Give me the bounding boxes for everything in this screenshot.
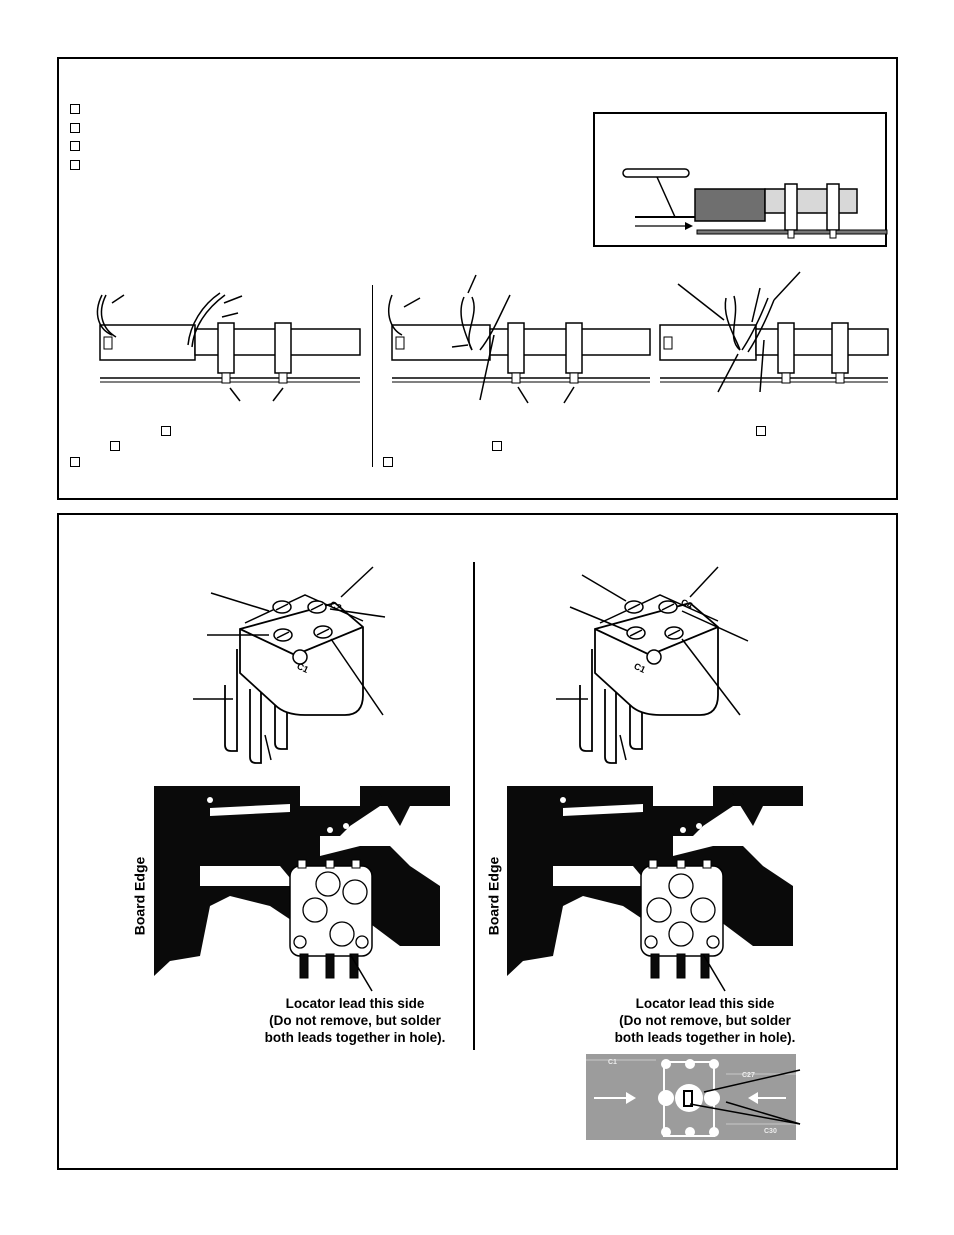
locator-note-left-2: (Do not remove, but solder — [269, 1013, 441, 1028]
step-checkbox-4[interactable] — [70, 160, 80, 170]
step-figure-1 — [96, 292, 361, 402]
pcb-inset-label-c27: C27 — [742, 1072, 755, 1079]
capacitor-inset-figure — [593, 112, 888, 247]
pcb-photo-inset: C1 C30 C27 — [586, 1054, 796, 1140]
step-checkbox-7[interactable] — [70, 457, 80, 467]
trimmer-drawing-right — [556, 566, 749, 764]
locator-note-right-3: both leads together in hole). — [614, 1030, 796, 1045]
step-checkbox-8[interactable] — [492, 441, 502, 451]
pcb-inset-label-c30: C30 — [764, 1128, 777, 1135]
locator-note-left-3: both leads together in hole). — [264, 1030, 446, 1045]
locator-note-right-2: (Do not remove, but solder — [619, 1013, 791, 1028]
capacitor-inset-drawing — [622, 168, 888, 239]
step-checkbox-10[interactable] — [756, 426, 766, 436]
step-checkbox-2[interactable] — [70, 123, 80, 133]
step-divider — [372, 285, 373, 467]
trimmer-drawing-left — [193, 566, 386, 764]
step-figure-3 — [659, 271, 889, 393]
step-checkbox-9[interactable] — [383, 457, 393, 467]
figure-divider — [473, 562, 475, 1050]
locator-note-right-1: Locator lead this side — [635, 996, 775, 1011]
step-checkbox-5[interactable] — [161, 426, 171, 436]
step-checkbox-1[interactable] — [70, 104, 80, 114]
step-figure-2 — [388, 274, 651, 404]
step-checkbox-6[interactable] — [110, 441, 120, 451]
board-edge-label-right: Board Edge — [485, 856, 502, 936]
pcb-layout-right — [503, 786, 803, 996]
pcb-inset-label-c1: C1 — [608, 1059, 617, 1066]
pcb-layout-left — [150, 786, 450, 996]
board-edge-label-left: Board Edge — [131, 856, 148, 936]
locator-note-left-1: Locator lead this side — [285, 996, 425, 1011]
step-checkbox-3[interactable] — [70, 141, 80, 151]
pcb-inset-pointers — [689, 1069, 801, 1125]
